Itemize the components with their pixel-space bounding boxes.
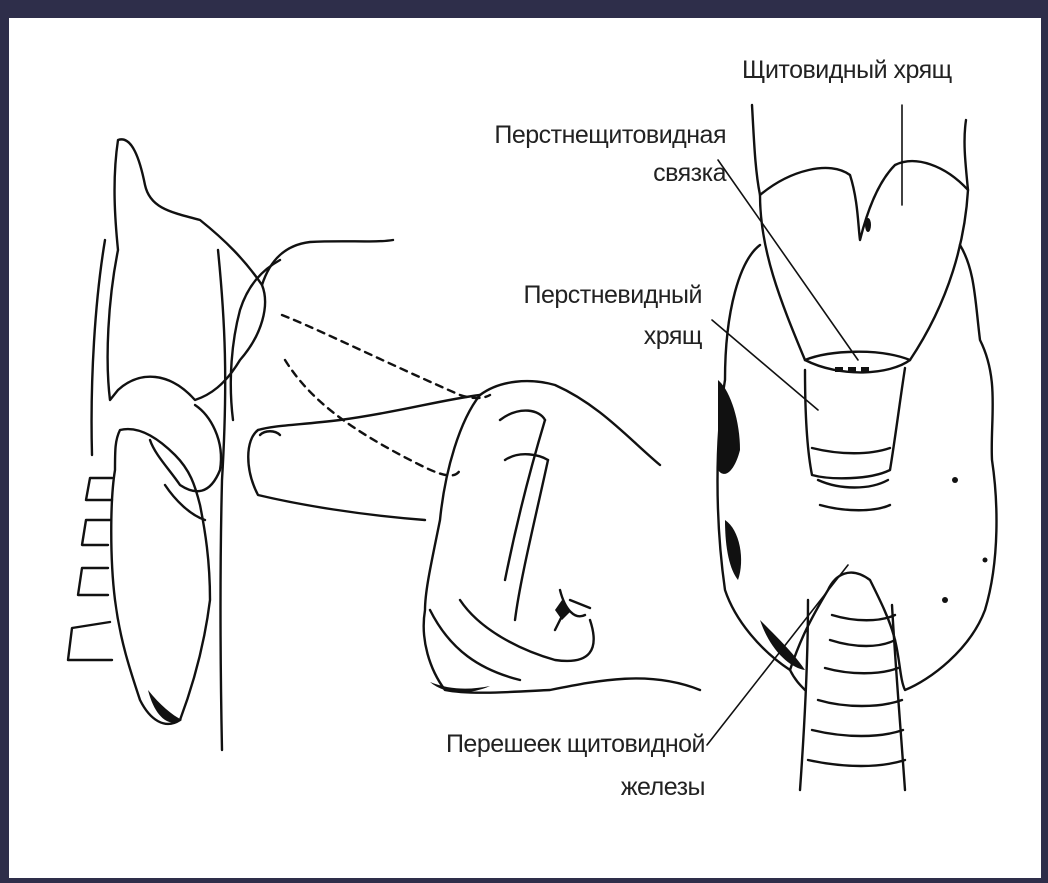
label-thyroid-isthmus-line2: железы (400, 773, 705, 801)
label-thyroid-isthmus-line1: Перешеек щитовидной (400, 730, 705, 758)
frontal-larynx-drawing (707, 105, 996, 790)
sagittal-neck-drawing (68, 139, 700, 750)
label-cricoid-cartilage-line2: хрящ (440, 322, 702, 350)
label-cricothyroid-ligament-line1: Перстнещитовидная (440, 121, 726, 149)
label-cricothyroid-ligament-line2: связка (440, 159, 726, 187)
label-thyroid-cartilage: Щитовидный хрящ (742, 56, 952, 84)
label-cricoid-cartilage-line1: Перстневидный (440, 281, 702, 309)
